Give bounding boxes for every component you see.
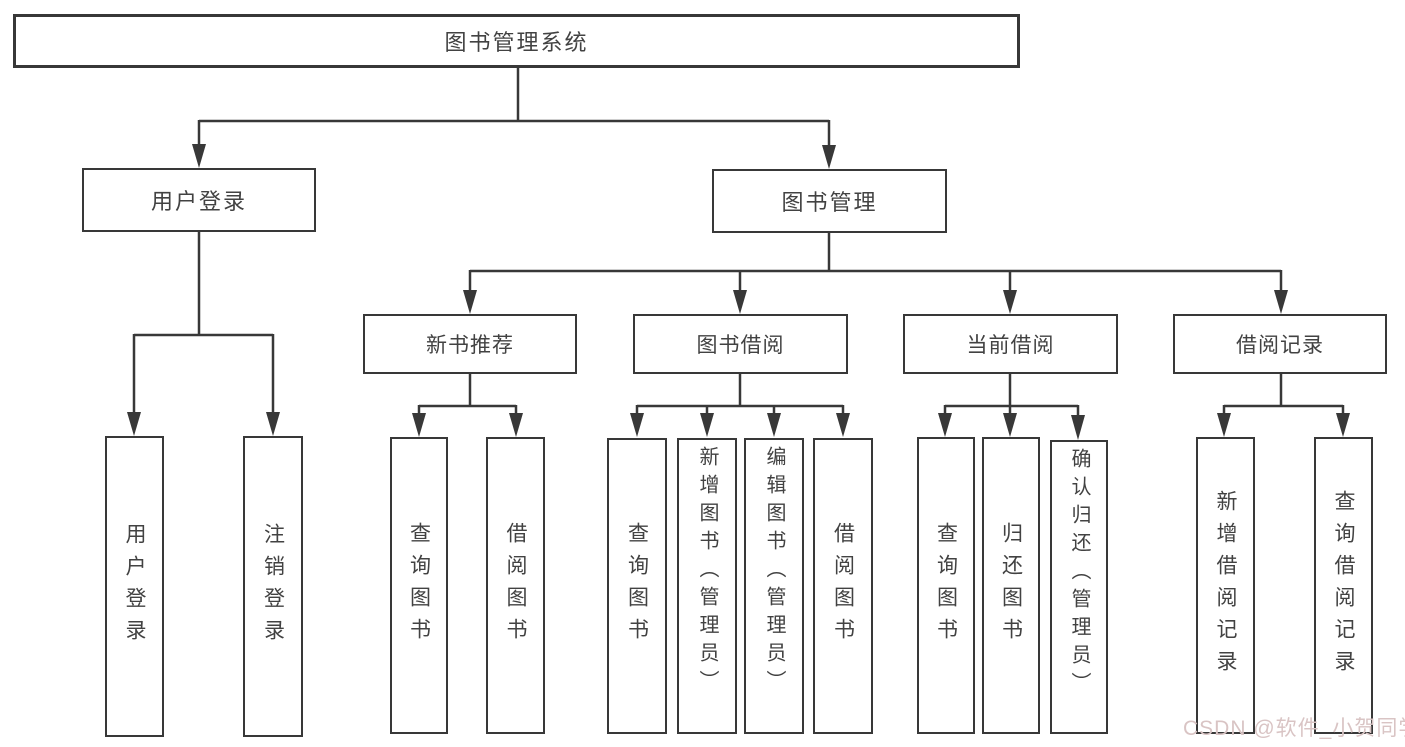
connector-new-book-branch [412,374,523,437]
leaf-query-book-1: 查询图书 [390,437,448,734]
leaf-add-borrow-record-label: 新增借阅记录 [1214,489,1237,682]
connector-borrow-records-branch [1217,374,1350,437]
leaf-borrow-book-1-label: 借阅图书 [504,521,527,650]
node-new-book-recommendation: 新书推荐 [363,314,577,374]
leaf-confirm-return-admin: 确认归还（管理员） [1050,440,1108,734]
node-book-borrowing: 图书借阅 [633,314,848,374]
leaf-add-book-admin: 新增图书（管理员） [677,438,737,734]
leaf-user-login: 用户登录 [105,436,164,737]
leaf-query-book-3-label: 查询图书 [934,521,958,650]
node-current-borrowing: 当前借阅 [903,314,1118,374]
leaf-borrow-book-1: 借阅图书 [486,437,545,734]
node-borrowing-records: 借阅记录 [1173,314,1387,374]
connector-user-login-branch [127,232,280,436]
connector-book-borrow-branch [630,374,850,437]
leaf-borrow-book-2: 借阅图书 [813,438,873,734]
node-book-management: 图书管理 [712,169,947,233]
leaf-query-book-3: 查询图书 [917,437,975,734]
leaf-add-borrow-record: 新增借阅记录 [1196,437,1255,734]
leaf-add-book-admin-label: 新增图书（管理员） [696,446,718,698]
connector-book-management-branch [463,233,1288,314]
leaf-edit-book-admin-label: 编辑图书（管理员） [763,446,785,698]
leaf-logout: 注销登录 [243,436,303,737]
leaf-query-borrow-record-label: 查询借阅记录 [1332,489,1355,682]
node-library-management-system: 图书管理系统 [13,14,1020,68]
leaf-query-book-2-label: 查询图书 [625,522,649,650]
node-user-login: 用户登录 [82,168,316,232]
leaf-confirm-return-admin-label: 确认归还（管理员） [1068,448,1090,700]
leaf-edit-book-admin: 编辑图书（管理员） [744,438,804,734]
leaf-borrow-book-2-label: 借阅图书 [831,522,855,650]
leaf-user-login-label: 用户登录 [123,522,146,651]
csdn-watermark: CSDN @软件_小贺同学 [1183,717,1405,740]
connector-root-to-level2 [192,68,836,169]
leaf-return-book-label: 归还图书 [999,521,1023,650]
leaf-query-borrow-record: 查询借阅记录 [1314,437,1373,734]
leaf-logout-label: 注销登录 [261,522,285,651]
leaf-query-book-1-label: 查询图书 [407,521,431,650]
leaf-return-book: 归还图书 [982,437,1040,734]
connector-current-borrow-branch [938,374,1085,440]
leaf-query-book-2: 查询图书 [607,438,667,734]
